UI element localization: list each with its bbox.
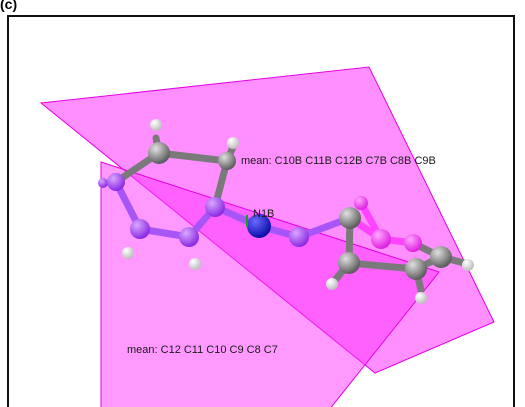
hydrogen-atom (326, 278, 338, 290)
nitrogen-atom (247, 214, 271, 238)
plane-label-b: mean: C12 C11 C10 C9 C8 C7 (127, 344, 278, 356)
atom-label-n: N1B (253, 208, 274, 220)
disordered-atom (179, 227, 199, 247)
hydrogen-atom (122, 247, 134, 259)
figure-label: (c) (0, 0, 18, 12)
disordered-atom (289, 227, 309, 247)
hydrogen-atom (227, 137, 239, 149)
atoms (98, 119, 474, 304)
hydrogen-atom (415, 292, 427, 304)
hydrogen-atom (150, 119, 162, 131)
disordered-atom-magenta (371, 229, 391, 249)
mean-plane-b (100, 161, 440, 407)
carbon-atom (430, 246, 452, 268)
hydrogen-atom (98, 178, 108, 188)
carbon-atom (148, 142, 170, 164)
molecule-viewer: N1B mean: C10B C11B C12B C7B C8B C9B mea… (7, 15, 515, 407)
hydrogen-atom (189, 258, 201, 270)
plane-label-a: mean: C10B C11B C12B C7B C8B C9B (241, 155, 436, 167)
disordered-atom (130, 219, 150, 239)
carbon-atom (218, 152, 236, 170)
disordered-atom-magenta (404, 234, 422, 252)
carbon-atom (339, 207, 361, 229)
carbon-atom (405, 258, 427, 280)
carbon-atom (338, 252, 360, 274)
disordered-atom (205, 197, 225, 217)
disordered-atom-magenta (354, 196, 368, 210)
hydrogen-atom (462, 259, 474, 271)
disordered-atom (107, 173, 125, 191)
molecule-scene: N1B mean: C10B C11B C12B C7B C8B C9B mea… (39, 66, 495, 407)
